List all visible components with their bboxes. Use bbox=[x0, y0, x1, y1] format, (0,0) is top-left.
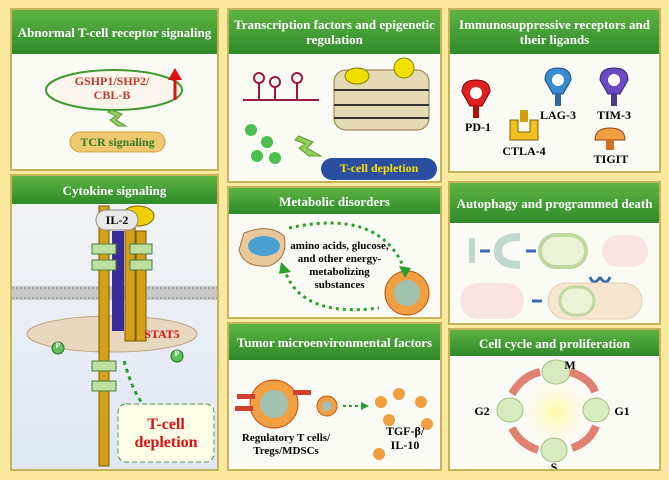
transcription-diagram bbox=[243, 57, 437, 180]
panel-transcription-title: Transcription factors and epigenetic reg… bbox=[229, 10, 440, 54]
tigit-label: TIGIT bbox=[593, 152, 629, 166]
panel-tcr: Abnormal T-cell receptor signaling GSHP1… bbox=[10, 8, 219, 171]
panel-receptors: Immunosuppressive receptors and their li… bbox=[448, 8, 661, 173]
ctla4-label: CTLA-4 bbox=[502, 144, 546, 158]
metabolic-diagram bbox=[238, 221, 430, 316]
lag3-label: LAG-3 bbox=[540, 108, 576, 122]
phase-s: S bbox=[550, 460, 558, 471]
panel-metabolic-title: Metabolic disorders bbox=[229, 188, 440, 214]
tcr-regulators: GSHP1/SHP2/ CBL-B bbox=[74, 74, 150, 102]
transcription-outcome: T-cell depletion bbox=[339, 161, 419, 175]
cytokine-diagram bbox=[12, 205, 217, 467]
panel-receptors-title: Immunosuppressive receptors and their li… bbox=[450, 10, 659, 54]
panel-autophagy-title: Autophagy and programmed death bbox=[450, 183, 659, 223]
il2-label: IL-2 bbox=[105, 213, 129, 227]
panel-transcription: Transcription factors and epigenetic reg… bbox=[227, 8, 442, 183]
panel-tumor: Tumor microenvironmental factors Regulat… bbox=[227, 322, 442, 471]
phase-g1: G1 bbox=[614, 404, 630, 418]
panel-cellcycle: Cell cycle and proliferation M G1 S G2 bbox=[448, 328, 661, 471]
tumor-cells-label: Regulatory T cells/ Tregs/MDSCs bbox=[241, 432, 331, 457]
tcr-signaling-label: TCR signaling bbox=[80, 135, 155, 149]
stat5-label: STAT5 bbox=[144, 327, 180, 341]
tumor-factors-label: TGF-β/ IL-10 bbox=[385, 424, 425, 452]
phospho-right: P bbox=[174, 349, 180, 358]
phase-m: M bbox=[564, 358, 576, 372]
panel-tumor-title: Tumor microenvironmental factors bbox=[229, 324, 440, 360]
metabolic-text: amino acids, glucose, and other energy-m… bbox=[290, 240, 389, 291]
tim3-label: TIM-3 bbox=[597, 108, 631, 122]
panel-metabolic: Metabolic disorders amino acids, glucose… bbox=[227, 186, 442, 319]
panel-cytokine-title: Cytokine signaling bbox=[12, 176, 217, 204]
cytokine-outcome: T-cell depletion bbox=[134, 416, 198, 451]
tumor-diagram bbox=[235, 379, 433, 460]
pd1-label: PD-1 bbox=[465, 120, 491, 134]
panel-autophagy: Autophagy and programmed death bbox=[448, 181, 661, 325]
autophagy-diagram bbox=[460, 233, 648, 320]
panel-tcr-title: Abnormal T-cell receptor signaling bbox=[12, 10, 217, 54]
phospho-left: P bbox=[55, 341, 61, 350]
receptors-diagram bbox=[461, 67, 629, 150]
cellcycle-diagram bbox=[496, 359, 610, 463]
panel-cytokine: Cytokine signaling IL-2 STAT5 P P T-cell… bbox=[10, 174, 219, 471]
phase-g2: G2 bbox=[474, 404, 490, 418]
tcr-diagram bbox=[45, 68, 183, 153]
panel-cellcycle-title: Cell cycle and proliferation bbox=[450, 330, 659, 356]
